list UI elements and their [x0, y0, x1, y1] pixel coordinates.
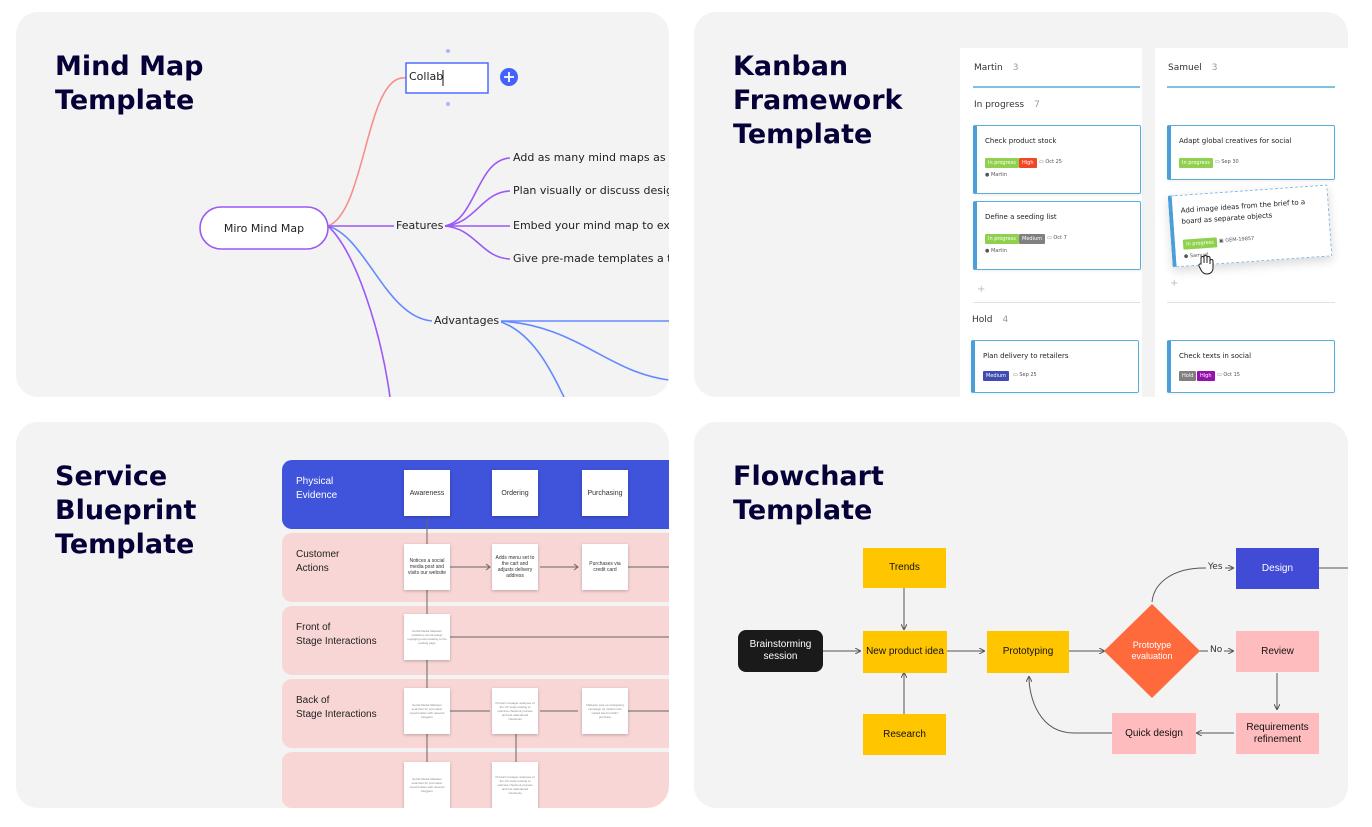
section-divider: [973, 302, 1140, 303]
edge-label-no: No: [1208, 645, 1225, 655]
status-tag: In progress: [1179, 158, 1213, 168]
issue-key: ▣ GEM-19857: [1218, 235, 1255, 245]
mind-map-title: Mind Map Template: [55, 51, 204, 116]
column-divider: [1167, 86, 1335, 88]
stage-awareness[interactable]: Awareness: [404, 470, 450, 516]
flowchart-connectors: [823, 422, 1348, 808]
status-tag: In progress: [1182, 237, 1218, 250]
features-node-label[interactable]: Features: [394, 219, 446, 232]
priority-tag: Medium: [983, 371, 1009, 381]
blueprint-connectors: [426, 517, 669, 808]
priority-tag: High: [1197, 371, 1215, 381]
column-divider: [973, 86, 1140, 88]
node-requirements-refinement[interactable]: Requirements refinement: [1236, 713, 1319, 754]
support-sticky[interactable]: Social Media Marketer searches for promo…: [404, 762, 450, 808]
node-quick-design[interactable]: Quick design: [1112, 713, 1196, 754]
priority-tag: Medium: [1019, 234, 1045, 244]
status-tag: In progress: [985, 158, 1019, 168]
due-date: ▭ Oct 15: [1217, 372, 1240, 378]
feature-item-2[interactable]: Plan visually or discuss designs: [513, 184, 669, 197]
advantages-node-label[interactable]: Advantages: [432, 314, 502, 327]
kanban-card[interactable]: Plan delivery to retailers Medium ▭ Sep …: [971, 340, 1139, 393]
back-stage-sticky[interactable]: Marketer sets up retargeting campaign fo…: [582, 688, 628, 734]
service-blueprint-title: Service Blueprint Template: [55, 461, 197, 560]
branch-advantages: [327, 225, 433, 322]
node-trends[interactable]: Trends: [863, 548, 946, 588]
assignee: ● Martin: [985, 248, 1007, 254]
node-research[interactable]: Research: [863, 714, 946, 755]
due-date: ▭ Oct 25: [1039, 159, 1062, 165]
due-date: ▭ Sep 30: [1215, 159, 1239, 165]
support-sticky[interactable]: Product manager analyses of the UX study…: [492, 762, 538, 808]
kanban-title: Kanban Framework Template: [733, 51, 903, 150]
add-card-icon[interactable]: +: [977, 284, 986, 295]
kanban-card[interactable]: Check texts in social Hold High ▭ Oct 15: [1167, 340, 1335, 393]
status-tag: Hold: [1179, 371, 1197, 381]
node-review[interactable]: Review: [1236, 631, 1319, 672]
section-divider: [1167, 302, 1335, 303]
grab-hand-icon: [1198, 255, 1214, 275]
add-card-icon[interactable]: +: [1170, 278, 1179, 289]
mind-map-canvas: [199, 49, 669, 397]
due-date: ▭ Oct 7: [1047, 235, 1067, 241]
customer-action-sticky[interactable]: Purchases via credit card: [582, 544, 628, 590]
flowchart-template-card[interactable]: Flowchart Template Yes No Brainstorming …: [694, 422, 1348, 808]
kanban-card[interactable]: Adapt global creatives for social In pro…: [1167, 125, 1335, 180]
stage-purchasing[interactable]: Purchasing: [582, 470, 628, 516]
kanban-card[interactable]: Check product stock In progress High ▭ O…: [973, 125, 1141, 194]
due-date: ▭ Sep 25: [1013, 372, 1037, 378]
collab-edit-box: [405, 62, 489, 94]
customer-action-sticky[interactable]: Notices a social media post and visits o…: [404, 544, 450, 590]
stage-ordering[interactable]: Ordering: [492, 470, 538, 516]
feature-item-4[interactable]: Give pre-made templates a try: [513, 252, 669, 265]
back-stage-sticky[interactable]: Product manager analyses of the UX study…: [492, 688, 538, 734]
node-brainstorming[interactable]: Brainstorming session: [738, 630, 823, 672]
node-new-product-idea[interactable]: New product idea: [863, 631, 947, 673]
priority-tag: High: [1019, 158, 1037, 168]
row-support: [282, 752, 669, 808]
customer-action-sticky[interactable]: Adds menu set to the cart and adjusts de…: [492, 544, 538, 590]
node-design[interactable]: Design: [1236, 548, 1319, 589]
root-node-label[interactable]: Miro Mind Map: [223, 221, 305, 235]
decision-diamond: [1104, 604, 1200, 698]
flowchart-title: Flowchart Template: [733, 461, 884, 526]
node-prototype-evaluation[interactable]: Prototype evaluation: [1131, 640, 1173, 661]
kanban-card[interactable]: Define a seeding list In progress Medium…: [973, 201, 1141, 270]
feature-item-1[interactable]: Add as many mind maps as yo: [513, 151, 669, 164]
branch-down: [327, 225, 391, 397]
front-stage-sticky[interactable]: Social Media Marketer publishes ad campa…: [404, 614, 450, 660]
feature-item-3[interactable]: Embed your mind map to exter: [513, 219, 669, 232]
edge-label-yes: Yes: [1206, 562, 1225, 572]
status-tag: In progress: [985, 234, 1019, 244]
assignee: ● Martin: [985, 172, 1007, 178]
root-node: [199, 206, 329, 250]
collab-node-label[interactable]: Collab: [409, 70, 444, 83]
mind-map-template-card[interactable]: Mind Map Template Miro Mind Map Collab F…: [16, 12, 669, 397]
branch-collab: [327, 77, 407, 227]
node-prototyping[interactable]: Prototyping: [987, 631, 1069, 673]
kanban-card-dragging[interactable]: Add image ideas from the brief to a boar…: [1167, 184, 1333, 268]
back-stage-sticky[interactable]: Social Media Marketer searches for promo…: [404, 688, 450, 734]
